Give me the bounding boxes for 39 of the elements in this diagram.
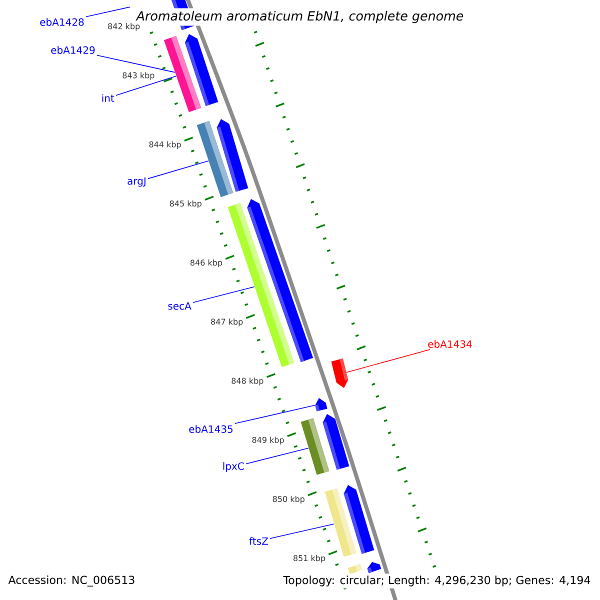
tick-label: 847 kbp (211, 318, 243, 326)
footer-text: Topology: circular; Length: 4,296,230 bp; Genes: 4,194 (281, 574, 593, 588)
leader-line (346, 349, 430, 373)
gene-block (331, 358, 348, 388)
gene-label: ebA1429 (51, 46, 95, 54)
gene-block (322, 414, 350, 470)
gene-block (315, 398, 328, 412)
gene-label: ebA1434 (428, 340, 472, 348)
gene-label: ftsZ (249, 537, 268, 545)
leader-line (96, 54, 176, 73)
leader-line (270, 524, 334, 539)
gene-bar (164, 36, 202, 112)
gene-label: argJ (128, 177, 146, 187)
tick-label: 849 kbp (252, 436, 284, 444)
gene-label: int (102, 94, 114, 102)
tick-label: 844 kbp (149, 141, 181, 149)
gene-bar (196, 120, 234, 198)
gene-label: secA (168, 302, 192, 310)
gene-bar (324, 488, 356, 557)
leader-line (116, 76, 176, 96)
tick-label: 851 kbp (293, 554, 326, 563)
gene-bar (300, 418, 330, 475)
gene-label: ebA1428 (40, 18, 84, 26)
gene-block (367, 562, 382, 574)
leader-line (86, 6, 130, 18)
leader-line (246, 448, 309, 464)
gene-bar (228, 202, 294, 368)
gene-label: lpxC (223, 462, 244, 472)
footer-text: Accession: NC_006513 (6, 574, 138, 589)
leader-line (192, 286, 255, 303)
leader-line (234, 404, 316, 424)
tick-label: 845 kbp (170, 200, 202, 208)
tick-label: 848 kbp (232, 378, 264, 386)
tick-label: 843 kbp (122, 72, 154, 80)
gene-label: ebA1435 (189, 425, 232, 433)
gene-bar (348, 564, 362, 574)
tick-label: 842 kbp (108, 23, 140, 31)
tick-label: 850 kbp (272, 496, 304, 504)
leader-line (148, 160, 209, 180)
